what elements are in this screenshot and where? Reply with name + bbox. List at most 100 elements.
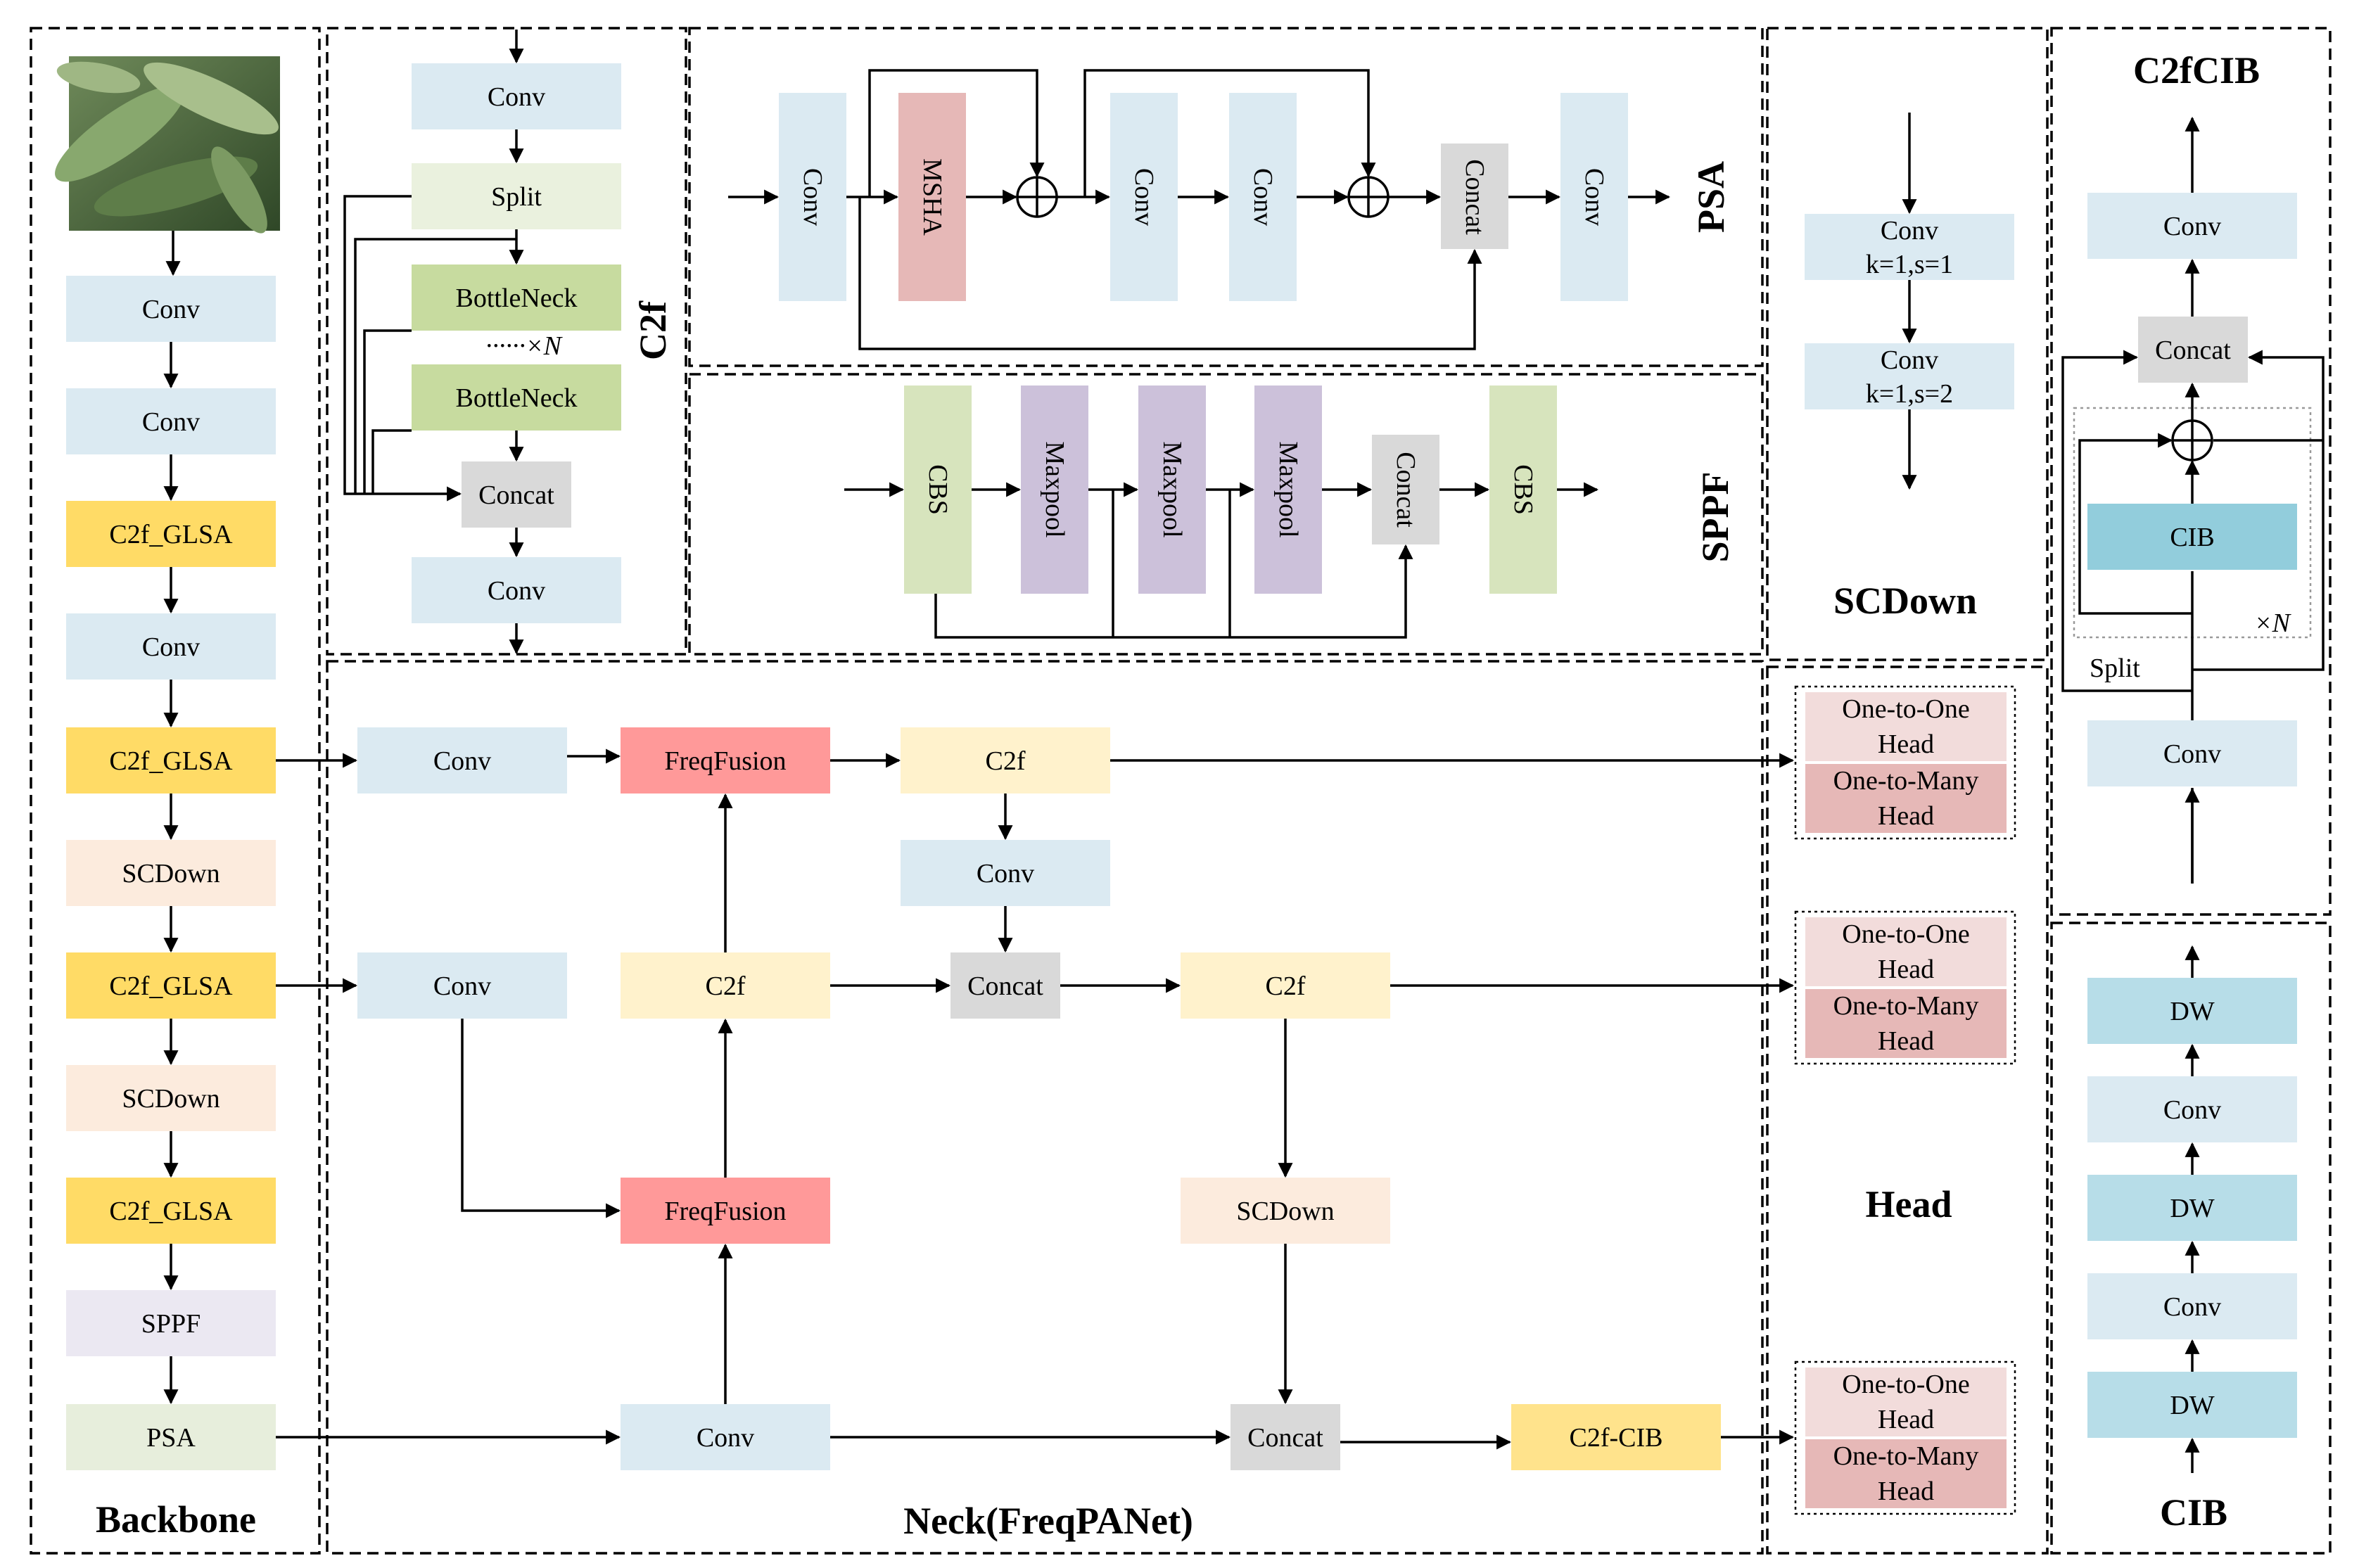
svg-text:Conv: Conv [488,82,545,112]
neck-concat-1: Concat [950,952,1060,1019]
svg-text:C2f_GLSA: C2f_GLSA [109,520,233,549]
svg-text:BottleNeck: BottleNeck [455,383,577,413]
scdown-block-conv-1: Conv k=1,s=1 [1805,214,2014,280]
svg-text:MSHA: MSHA [917,158,947,236]
cib-block-conv-2: Conv [2087,1273,2297,1339]
svg-text:Conv: Conv [1129,168,1159,226]
svg-text:CBS: CBS [1508,464,1538,515]
backbone-block-5: C2f_GLSA [66,727,276,793]
svg-text:Conv: Conv [433,746,491,776]
head-group-2: One-to-One Head One-to-Many Head [1794,910,2016,1065]
svg-text:C2f: C2f [986,746,1026,776]
svg-text:SCDown: SCDown [122,1084,220,1114]
svg-text:Conv: Conv [142,632,200,662]
svg-text:Conv: Conv [1248,168,1278,226]
sppf-arrows [844,482,1599,639]
neck-c2f-1: C2f [901,727,1110,793]
svg-text:DW: DW [2170,1194,2214,1223]
svg-text:Head: Head [1878,801,1934,831]
cib-block-dw-2: DW [2087,1175,2297,1241]
head-group-1: One-to-One Head One-to-Many Head [1794,685,2016,840]
sppf-block-maxpool-1: Maxpool [1021,385,1088,594]
c2f-title: C2f [632,300,674,360]
cib-title: CIB [2160,1491,2227,1534]
cib-block-dw-1: DW [2087,978,2297,1044]
svg-text:C2f: C2f [706,971,746,1001]
svg-text:Maxpool: Maxpool [1040,441,1069,537]
svg-text:SPPF: SPPF [141,1309,201,1339]
c2fcib-block-conv-bottom: Conv [2087,720,2297,786]
svg-text:Concat: Concat [1460,159,1489,235]
svg-text:Conv: Conv [142,407,200,437]
sppf-block-cbs-2: CBS [1489,385,1557,594]
c2fcib-block-cib: CIB [2087,504,2297,570]
svg-text:Conv: Conv [488,576,545,606]
neck-concat-2: Concat [1231,1404,1340,1470]
svg-text:Maxpool: Maxpool [1273,441,1303,537]
backbone-block-6: SCDown [66,840,276,906]
svg-text:Conv: Conv [142,295,200,324]
svg-text:k=1,s=1: k=1,s=1 [1866,250,1953,279]
c2f-panel [326,27,687,656]
svg-text:BottleNeck: BottleNeck [455,283,577,313]
svg-text:Conv: Conv [697,1423,754,1453]
c2f-arrows [343,30,524,655]
psa-panel [688,27,1764,367]
scdown-title: SCDown [1833,580,1977,622]
scdown-block-conv-2: Conv k=1,s=2 [1805,343,2014,409]
neck-conv-4: Conv [621,1404,830,1470]
sppf-title: SPPF [1694,472,1736,563]
svg-text:Conv: Conv [798,168,827,226]
cib-panel [2050,922,2332,1555]
svg-text:C2f: C2f [1266,971,1306,1001]
svg-text:Conv: Conv [2163,212,2221,241]
sppf-block-concat: Concat [1372,435,1439,544]
svg-text:Head: Head [1878,1405,1934,1434]
sppf-block-cbs-1: CBS [904,385,972,594]
svg-text:C2f_GLSA: C2f_GLSA [109,746,233,776]
c2f-block-bottleneck-2: BottleNeck [412,364,621,431]
psa-block-mhsa: MSHA [898,93,966,301]
backbone-block-10: SPPF [66,1290,276,1356]
svg-text:FreqFusion: FreqFusion [664,746,786,776]
sppf-block-maxpool-2: Maxpool [1138,385,1206,594]
backbone-panel [30,27,321,1555]
neck-title: Neck(FreqPANet) [903,1500,1193,1542]
c2fcib-title: C2fCIB [2133,49,2260,91]
psa-block-conv-2: Conv [1110,93,1178,301]
svg-text:Conv: Conv [977,859,1034,888]
svg-text:One-to-Many: One-to-Many [1833,766,1979,796]
svg-text:C2f_GLSA: C2f_GLSA [109,971,233,1001]
sppf-panel [688,373,1764,656]
sppf-block-maxpool-3: Maxpool [1254,385,1322,594]
svg-text:Conv: Conv [1579,168,1609,226]
svg-text:One-to-One: One-to-One [1842,694,1969,724]
backbone-arrows [163,231,181,1405]
neck-freqfusion-1: FreqFusion [621,727,830,793]
svg-text:Concat: Concat [2155,336,2231,365]
svg-text:DW: DW [2170,997,2214,1026]
c2fcib-block-conv-top: Conv [2087,193,2297,259]
svg-text:Maxpool: Maxpool [1157,441,1187,537]
cib-block-conv-1: Conv [2087,1076,2297,1142]
neck-c2f-2: C2f [621,952,830,1019]
svg-text:C2f-CIB: C2f-CIB [1570,1423,1663,1453]
svg-text:PSA: PSA [146,1423,196,1453]
neck-arrows [276,748,1795,1450]
c2f-block-concat: Concat [462,461,571,528]
svg-text:Head: Head [1878,729,1934,759]
c2f-block-conv-bottom: Conv [412,557,621,623]
svg-text:Concat: Concat [478,480,554,510]
c2f-repeat-label: ······×N [485,331,564,361]
neck-scdown: SCDown [1181,1178,1390,1244]
psa-title: PSA [1690,161,1732,233]
c2fcib-block-concat: Concat [2138,317,2248,383]
svg-text:One-to-Many: One-to-Many [1833,1441,1979,1471]
psa-block-conv-3: Conv [1229,93,1297,301]
svg-text:Head: Head [1878,1477,1934,1506]
backbone-block-9: C2f_GLSA [66,1178,276,1244]
svg-text:One-to-One: One-to-One [1842,1370,1969,1399]
cib-block-dw-3: DW [2087,1372,2297,1438]
c2fcib-panel [2050,27,2332,916]
psa-block-conv-4: Conv [1560,93,1628,301]
